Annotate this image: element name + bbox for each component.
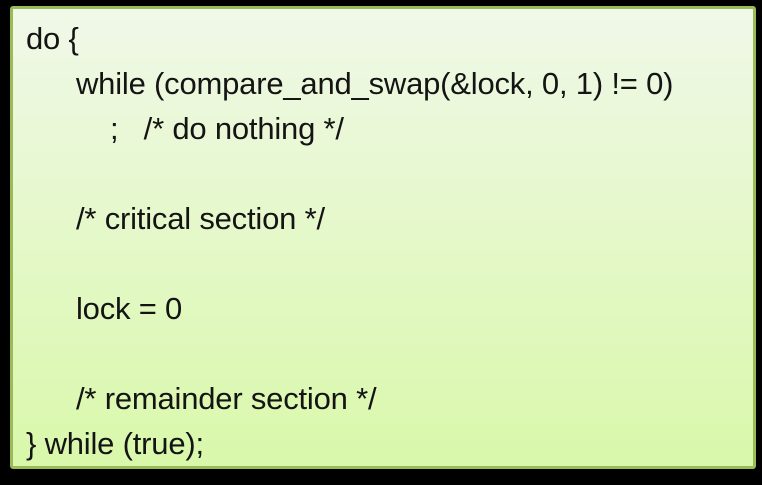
code-line xyxy=(26,331,745,376)
code-line: /* critical section */ xyxy=(76,201,325,236)
code-line: } while (true); xyxy=(26,426,204,461)
code-line xyxy=(26,151,745,196)
code-box: do { while (compare_and_swap(&lock, 0, 1)… xyxy=(10,6,756,469)
code-line: while (compare_and_swap(&lock, 0, 1) != … xyxy=(76,66,674,101)
code-line: /* remainder section */ xyxy=(76,381,377,416)
code-line xyxy=(26,241,745,286)
code-line: do { xyxy=(26,21,79,56)
code-lines: do { while (compare_and_swap(&lock, 0, 1)… xyxy=(26,16,745,466)
code-line: lock = 0 xyxy=(76,291,183,326)
code-line: ; /* do nothing */ xyxy=(110,111,344,146)
